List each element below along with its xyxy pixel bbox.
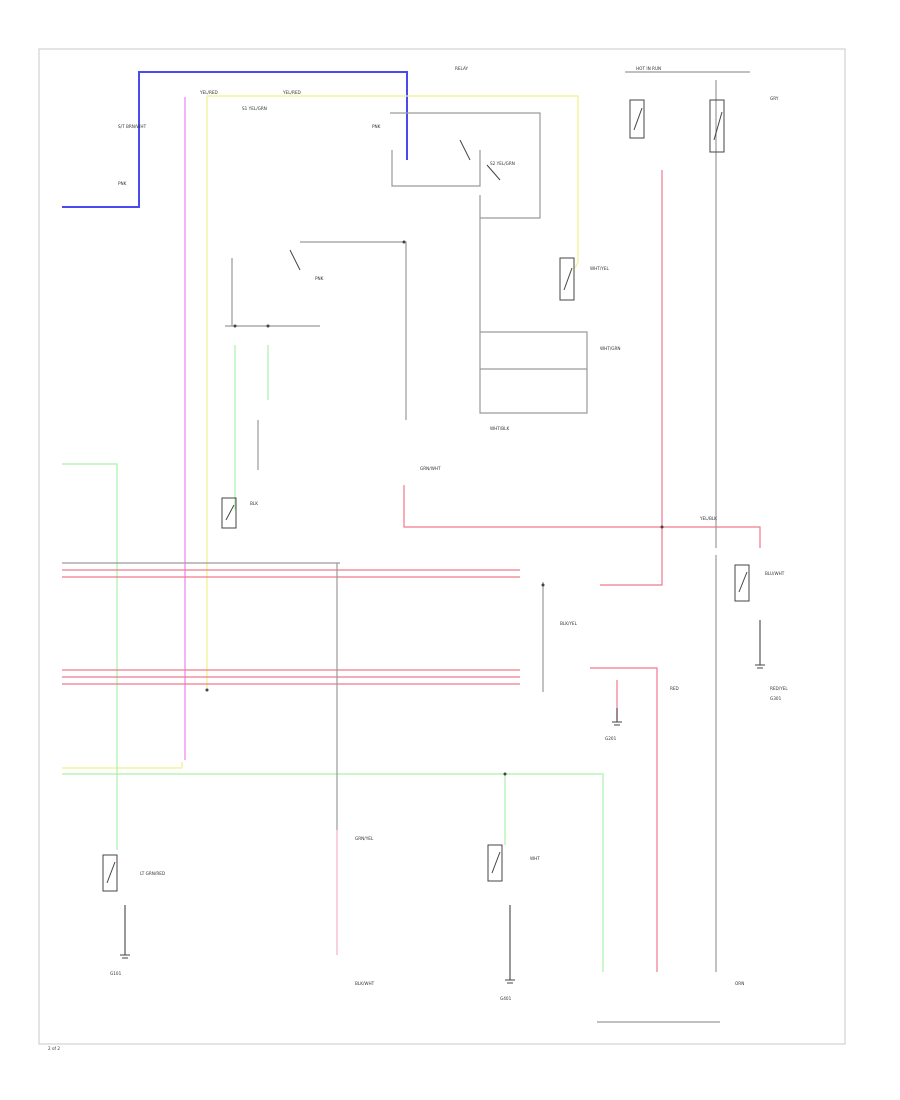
label-wire-8: WHT/GRN <box>600 346 621 351</box>
wire-red-right <box>600 170 663 586</box>
ground-symbol-1 <box>120 954 130 959</box>
wire-red-connector <box>403 485 761 548</box>
wire-blue <box>62 71 408 208</box>
label-wire-20: BLK/WHT <box>355 981 375 986</box>
label-wire-17: LT GRN/RED <box>140 871 165 876</box>
label-ground-4: G301 <box>770 696 782 701</box>
ground-symbol-2 <box>505 979 515 984</box>
label-wire-5: S2 YEL/GRN <box>490 161 515 166</box>
label-relay: RELAY <box>455 66 469 71</box>
wire-gray-rect2 <box>479 195 588 414</box>
ground-symbol-3 <box>612 721 622 726</box>
label-wire-14: YEL/BLK <box>699 516 717 521</box>
wire-gray-top-rect <box>390 112 541 219</box>
label-hot: HOT IN RUN <box>636 66 661 71</box>
label-wire-2: PNK <box>118 181 127 186</box>
switch-symbol-6 <box>487 844 503 882</box>
wire-yellow-bottom <box>62 762 183 769</box>
label-wire-13: RED <box>670 686 679 691</box>
page-number: 2 of 2 <box>48 1046 60 1051</box>
label-wire-3: S1 YEL/GRN <box>242 106 267 111</box>
label-top-yel1: YEL/RED <box>199 90 218 95</box>
label-wire-18: GRN/YEL <box>355 836 374 841</box>
wire-yellow-right <box>574 261 579 269</box>
switch-symbol-7 <box>734 564 750 602</box>
switch-symbol-3 <box>629 99 645 139</box>
label-wire-21: ORN <box>735 981 744 986</box>
label-wire-4: PNK <box>372 124 381 129</box>
label-wire-16: RED/YEL <box>770 686 788 691</box>
label-top-yel2: YEL/RED <box>282 90 301 95</box>
wire-yellow-top <box>206 95 579 690</box>
label-ground-2: G401 <box>500 996 512 1001</box>
label-ground-3: G201 <box>605 736 617 741</box>
wire-red-lower <box>590 667 658 972</box>
wire-gray-to-switch <box>300 241 407 420</box>
wire-green-left <box>62 463 118 850</box>
label-wire-1: S/T BRN/WHT <box>118 124 147 129</box>
label-wire-22: GRY <box>770 96 779 101</box>
label-wire-11: BLK <box>250 501 258 506</box>
junction-dots <box>205 240 664 776</box>
label-wire-9: WHT/BLK <box>490 426 509 431</box>
wire-gray-relay-box <box>391 150 481 187</box>
diagram-frame <box>38 48 846 1045</box>
label-wire-12: BLK/YEL <box>560 621 578 626</box>
label-ground-1: G101 <box>110 971 122 976</box>
switch-symbol-1 <box>221 497 237 529</box>
label-wire-7: WHT/YEL <box>590 266 609 271</box>
switch-symbol-5 <box>102 854 118 892</box>
label-wire-6: PNK <box>315 276 324 281</box>
label-wire-10: GRN/WHT <box>420 466 441 471</box>
switch-symbol-4 <box>709 99 725 153</box>
relay-switch <box>289 139 501 271</box>
switch-symbol-2 <box>559 257 575 301</box>
wire-green-bottom <box>62 773 604 972</box>
label-wire-15: BLU/WHT <box>765 571 785 576</box>
label-wire-19: WHT <box>530 856 540 861</box>
ground-symbol-4 <box>755 664 765 669</box>
